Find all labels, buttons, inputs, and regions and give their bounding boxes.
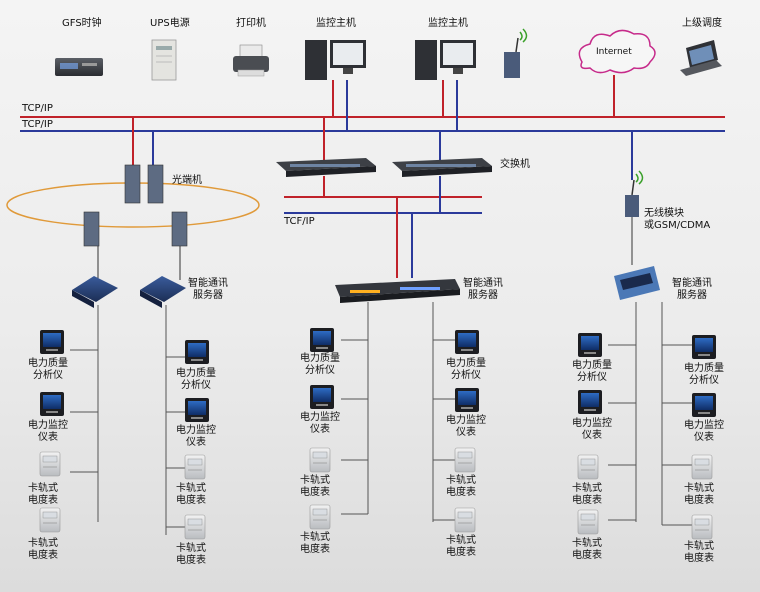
meter-label: 电力质量 分析仪 [300, 353, 340, 376]
gfs-clock-icon [55, 58, 103, 76]
meter-icons [39, 328, 716, 540]
monitor-host-1-icon [305, 40, 366, 80]
switch-2-icon [392, 158, 492, 177]
meter-label: 卡轨式 电度表 [684, 541, 714, 564]
antenna-device-icon [504, 28, 528, 78]
meter-label: 电力监控 仪表 [684, 420, 724, 443]
meter-display-icon [185, 398, 209, 422]
meter-display-icon [310, 385, 334, 409]
meter-label: 电力质量 分析仪 [684, 363, 724, 386]
meter-display-icon [578, 390, 602, 414]
monitor-host-1-label: 监控主机 [316, 18, 356, 29]
meter-label: 卡轨式 电度表 [300, 475, 330, 498]
meter-display-icon [40, 330, 64, 354]
server-left-label: 智能通讯 服务器 [188, 278, 228, 301]
laptop-icon [680, 40, 722, 76]
meter-label: 卡轨式 电度表 [28, 538, 58, 561]
printer-icon [233, 44, 269, 77]
rail-meter-icon [184, 514, 206, 540]
meter-label: 卡轨式 电度表 [572, 538, 602, 561]
server-right-label: 智能通讯 服务器 [672, 278, 712, 301]
monitor-host-2-icon [415, 40, 476, 80]
rail-meter-icon [691, 454, 713, 480]
rail-meter-icon [309, 447, 331, 473]
rail-meter-icon [39, 507, 61, 533]
meter-display-icon [692, 335, 716, 359]
meter-label: 卡轨式 电度表 [446, 475, 476, 498]
rail-meter-icon [454, 507, 476, 533]
server-right-icon [614, 266, 660, 300]
rail-meter-icon [309, 504, 331, 530]
printer-label: 打印机 [236, 18, 266, 29]
meter-label: 电力质量 分析仪 [176, 368, 216, 391]
gfs-clock-label: GFS时钟 [62, 18, 102, 29]
rail-meter-icon [577, 454, 599, 480]
meter-label: 卡轨式 电度表 [684, 483, 714, 506]
monitor-host-2-label: 监控主机 [428, 18, 468, 29]
meter-display-icon [310, 328, 334, 352]
backbone-lines [20, 75, 725, 278]
meter-display-icon [185, 340, 209, 364]
internet-label: Internet [596, 47, 632, 57]
meter-label: 电力质量 分析仪 [28, 358, 68, 381]
tcpip-label-1: TCP/IP [22, 103, 53, 114]
meter-label: 电力监控 仪表 [300, 412, 340, 435]
meter-label: 电力监控 仪表 [28, 420, 68, 443]
meter-label: 电力质量 分析仪 [446, 358, 486, 381]
rail-meter-icon [184, 454, 206, 480]
meter-label: 卡轨式 电度表 [28, 483, 58, 506]
switch-1-icon [276, 158, 376, 177]
meter-display-icon [455, 388, 479, 412]
meter-display-icon [455, 330, 479, 354]
server-middle-icon [335, 279, 460, 303]
wireless-module-label: 无线模块 或GSM/CDMA [644, 208, 711, 231]
meter-label: 电力监控 仪表 [446, 415, 486, 438]
meter-label: 卡轨式 电度表 [300, 532, 330, 555]
meter-label: 卡轨式 电度表 [446, 535, 476, 558]
tcpip-lower-label: TCF/IP [284, 216, 315, 227]
meter-display-icon [578, 333, 602, 357]
meter-label: 卡轨式 电度表 [176, 543, 206, 566]
meter-display-icon [40, 392, 64, 416]
internet-cloud-icon [578, 29, 656, 74]
meter-bus-lines [70, 302, 692, 535]
meter-label: 电力监控 仪表 [572, 418, 612, 441]
meter-label: 卡轨式 电度表 [572, 483, 602, 506]
switch-label: 交换机 [500, 159, 530, 170]
rail-meter-icon [577, 509, 599, 535]
ups-power-label: UPS电源 [150, 18, 190, 29]
meter-label: 电力质量 分析仪 [572, 360, 612, 383]
rail-meter-icon [39, 451, 61, 477]
wireless-module-icon [625, 170, 644, 217]
tcpip-label-2: TCP/IP [22, 119, 53, 130]
upper-dispatch-label: 上级调度 [682, 18, 722, 29]
server-middle-label: 智能通讯 服务器 [463, 278, 503, 301]
rail-meter-icon [454, 447, 476, 473]
optical-terminal-icon [83, 164, 188, 247]
server-left-icon [72, 276, 186, 308]
ups-power-icon [151, 39, 177, 81]
meter-display-icon [692, 393, 716, 417]
optical-terminal-label: 光端机 [172, 175, 202, 186]
meter-label: 电力监控 仪表 [176, 425, 216, 448]
meter-label: 卡轨式 电度表 [176, 483, 206, 506]
rail-meter-icon [691, 514, 713, 540]
